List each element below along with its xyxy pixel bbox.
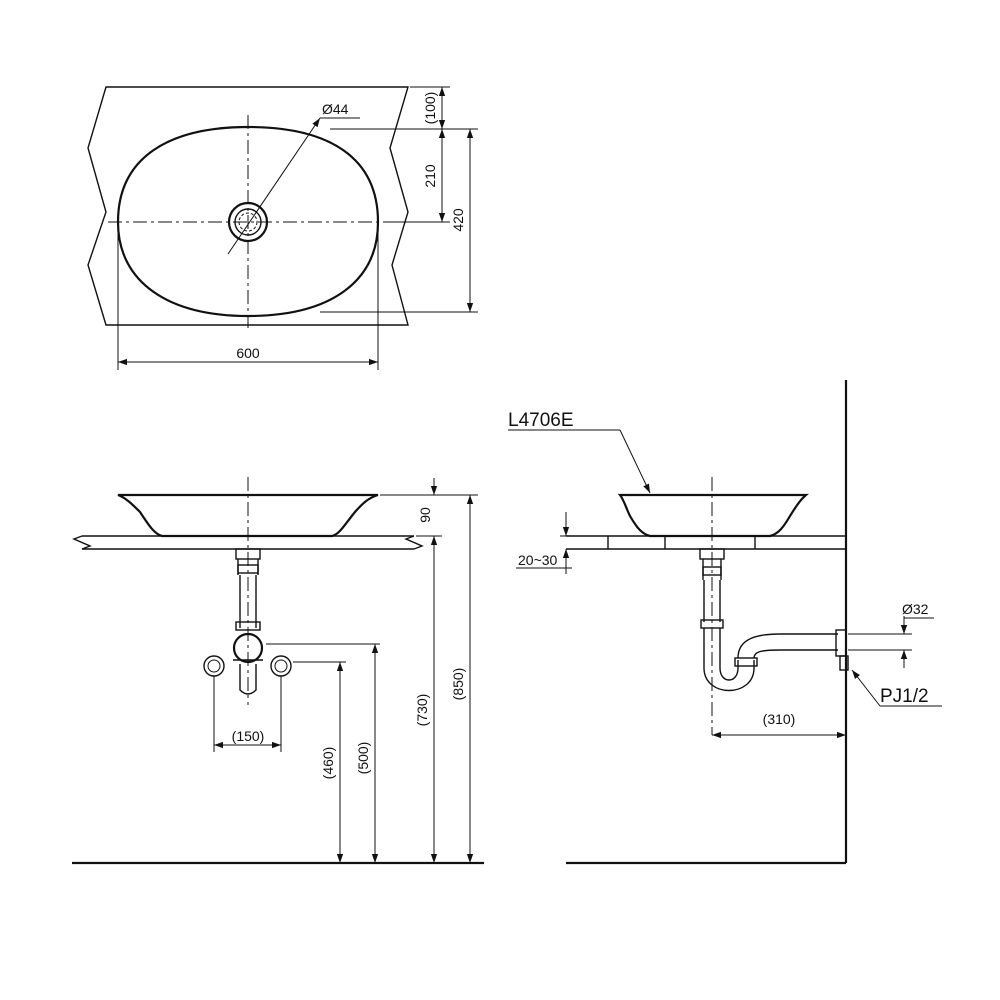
wall-offset-dim: (100) [422,92,438,125]
drain-diameter-label: Ø44 [322,101,349,117]
drain-spacing-dim: (150) [232,728,265,744]
drain-pipe [232,548,264,695]
drain-height-dim: (500) [355,742,371,775]
width-dim: 600 [236,345,260,361]
supply-valve-right [270,655,292,677]
drain-outlet [227,201,269,243]
counter-slab-side [566,535,846,550]
front-view: 90 (150) (460) (500) (730) (850) [72,477,484,865]
p-trap [699,548,849,692]
side-view: L4706E 20~30 [508,380,942,865]
counter-height-dim: (730) [414,694,430,727]
counter-outline [87,86,409,326]
model-label: L4706E [508,410,574,431]
pipe-diameter-dim: Ø32 [902,601,929,617]
rim-height-dim: (850) [450,668,466,701]
basin-height-dim: 90 [417,507,433,523]
trap-projection-dim: (310) [763,711,796,727]
depth-dim: 420 [450,208,466,232]
basin-side-profile [617,493,810,538]
drain-depth-dim: 210 [422,164,438,188]
top-view: Ø44 (100) 210 420 600 [87,86,478,370]
supply-valve-left [203,655,225,677]
counter-thickness-dim: 20~30 [518,552,558,568]
supply-height-dim: (460) [320,747,336,780]
thread-label: PJ1/2 [880,686,929,707]
